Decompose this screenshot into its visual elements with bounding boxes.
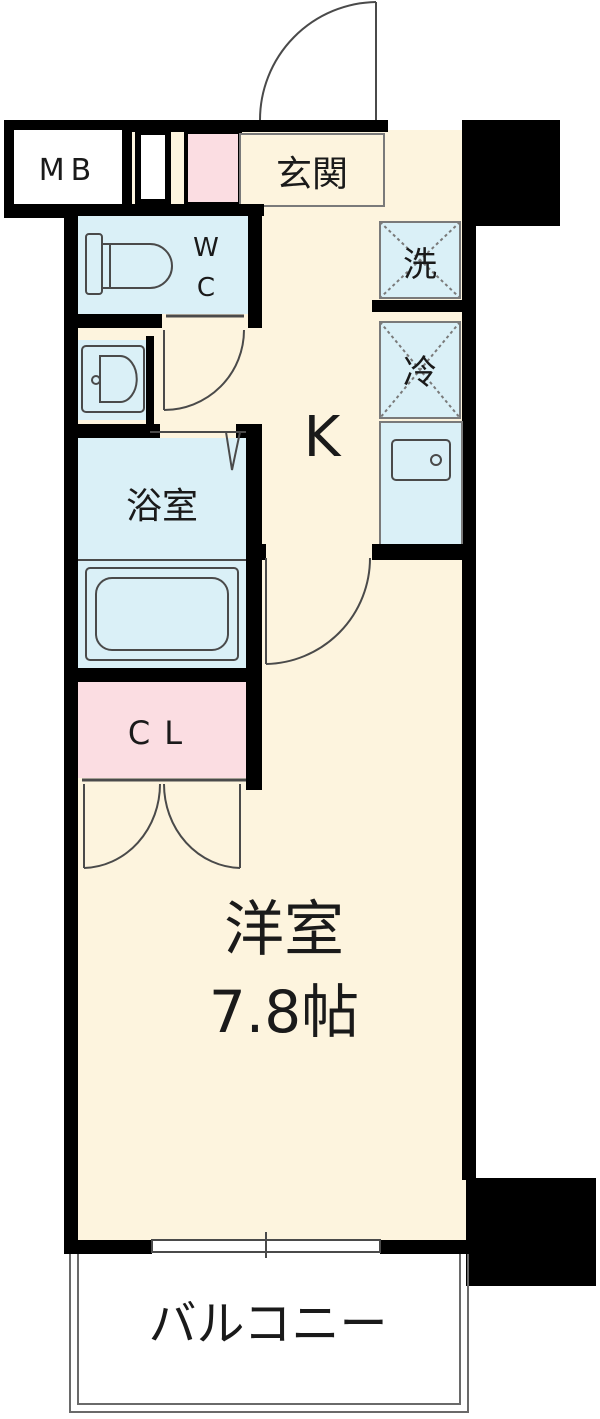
washer-label: 洗 xyxy=(403,245,437,285)
mb-box: MB xyxy=(4,120,132,218)
bath-lower-wall xyxy=(64,668,262,682)
wc-label-w: W xyxy=(193,233,219,263)
balcony-label: バルコニー xyxy=(148,1296,387,1352)
balcony-floor xyxy=(72,1250,468,1410)
kitchen-label: K xyxy=(304,405,342,470)
right-column-bottom xyxy=(466,1178,596,1286)
washbasin-icon xyxy=(81,345,145,413)
entrance-floor xyxy=(239,133,385,207)
kitchen-sink-icon xyxy=(391,439,451,481)
western-room-size: 7.8帖 xyxy=(209,978,359,1046)
wc-right-wall xyxy=(248,204,262,328)
bottom-wall-right xyxy=(380,1240,476,1254)
top-wall-right xyxy=(372,120,388,132)
bathtub-icon xyxy=(85,567,239,661)
kitchen-counter xyxy=(379,421,463,547)
bath-room xyxy=(78,438,246,670)
wet-upper-wall xyxy=(64,204,264,216)
bottom-wall-left xyxy=(64,1240,152,1254)
kitchen-partition-left xyxy=(256,544,266,560)
entrance-pink-area xyxy=(184,130,242,206)
wc-lower-wall xyxy=(64,314,162,328)
washer-x xyxy=(379,221,461,299)
balcony-outline xyxy=(69,1254,469,1413)
mb-label: MB xyxy=(39,153,97,188)
closet-door-swing xyxy=(83,783,241,869)
kitchen-partition xyxy=(372,544,476,560)
window xyxy=(151,1232,381,1258)
bath-right-wall xyxy=(246,424,262,680)
closet-label: CL xyxy=(128,714,196,752)
wc-label-c: C xyxy=(197,273,215,303)
closet xyxy=(78,682,246,778)
wall-between-washer-fridge xyxy=(372,300,468,312)
small-white-slot xyxy=(135,129,171,205)
closet-right-wall xyxy=(246,680,262,790)
left-wall xyxy=(64,204,78,1252)
right-column-top xyxy=(462,120,560,560)
entrance-door xyxy=(259,1,377,122)
bath-label: 浴室 xyxy=(126,486,198,527)
toilet-icon xyxy=(85,233,173,295)
wc-room xyxy=(78,216,248,314)
right-wall xyxy=(462,560,476,1180)
top-wall xyxy=(132,120,372,132)
entrance-label: 玄関 xyxy=(276,154,348,195)
bath-door-icon xyxy=(150,431,246,471)
fridge-x xyxy=(379,321,461,419)
bath-upper-wall xyxy=(64,424,160,438)
sink-right-wall xyxy=(146,336,154,426)
sink-door-swing xyxy=(163,329,245,411)
room-door-swing xyxy=(265,557,371,665)
fridge-label: 冷 xyxy=(403,353,437,393)
western-room-label: 洋室 xyxy=(224,895,344,965)
